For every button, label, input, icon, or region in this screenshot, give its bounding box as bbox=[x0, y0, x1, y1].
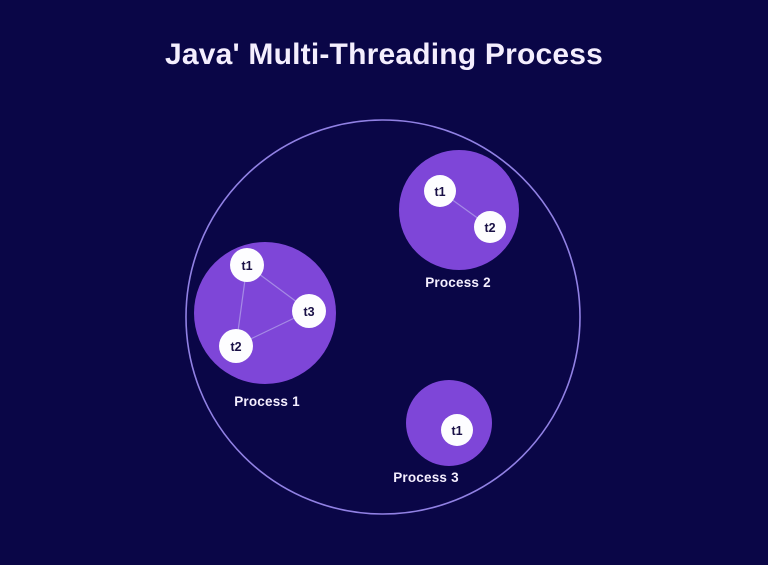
process-3-thread-t1-node bbox=[441, 414, 473, 446]
process-2-thread-t1-node bbox=[424, 175, 456, 207]
process-1-thread-t1-node bbox=[230, 248, 264, 282]
process-1-label: Process 1 bbox=[234, 394, 300, 409]
outer-boundary-circle bbox=[185, 119, 581, 515]
process-2-group: t1 t2 Process 2 bbox=[399, 150, 519, 290]
process-2-circle bbox=[399, 150, 519, 270]
process-3-label: Process 3 bbox=[393, 470, 459, 485]
process-3-thread-t1-label: t1 bbox=[451, 424, 462, 438]
process-2-thread-t2-node bbox=[474, 211, 506, 243]
process-1-thread-t3-label: t3 bbox=[303, 305, 314, 319]
process-3-group: t1 Process 3 bbox=[393, 380, 492, 485]
process-1-thread-t2-label: t2 bbox=[230, 340, 241, 354]
process-1-thread-t1-label: t1 bbox=[241, 259, 252, 273]
process-2-thread-t1-label: t1 bbox=[434, 185, 445, 199]
process-1-thread-t3-node bbox=[292, 294, 326, 328]
process-2-label: Process 2 bbox=[425, 275, 491, 290]
process-1-thread-t2-node bbox=[219, 329, 253, 363]
process-2-thread-t2-label: t2 bbox=[484, 221, 495, 235]
page-title: Java' Multi-Threading Process bbox=[164, 38, 604, 71]
process-1-group: t1 t2 t3 Process 1 bbox=[194, 242, 336, 409]
